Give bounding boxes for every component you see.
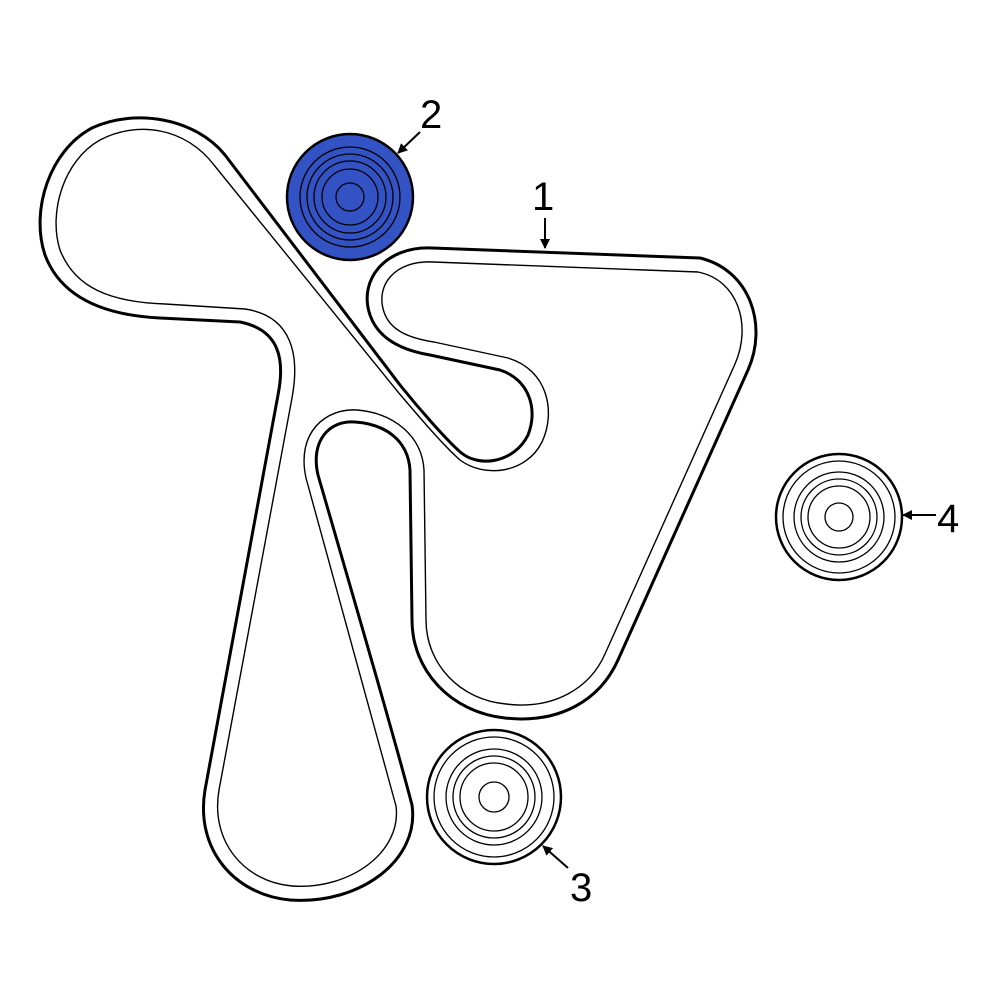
pulley-3-ring <box>452 755 536 839</box>
pulley-4-ring <box>800 478 878 556</box>
callout-2[interactable]: 2 <box>397 93 442 154</box>
pulley-4-ring <box>807 485 871 549</box>
belt-inner-edge-2 <box>99 128 461 461</box>
callout-2-label: 2 <box>420 93 442 137</box>
callout-1[interactable]: 1 <box>532 175 554 249</box>
callout-4-label: 4 <box>937 497 959 541</box>
serpentine-belt <box>38 116 758 902</box>
pulley-2-ring <box>299 146 401 248</box>
idler-pulley[interactable] <box>285 132 415 262</box>
callout-4[interactable]: 4 <box>902 497 959 541</box>
callout-2-leader <box>397 131 421 154</box>
pulley-3-body <box>425 728 563 866</box>
pulley-2-hub <box>335 182 365 212</box>
pulley-2-ring <box>306 153 394 241</box>
belt-outer-edge <box>38 116 758 902</box>
pulley-2-ring <box>313 160 387 234</box>
callout-3-leader <box>542 845 569 869</box>
pulley-3-ring <box>433 736 555 858</box>
callout-1-label: 1 <box>532 175 554 219</box>
pulley-4[interactable] <box>774 452 904 582</box>
pulley-3-ring <box>445 748 543 846</box>
pulley-3[interactable] <box>425 728 563 866</box>
pulley-4-hub <box>824 502 854 532</box>
pulley-3-hub <box>478 781 510 813</box>
pulley-4-ring <box>782 460 896 574</box>
pulley-3-ring <box>459 762 529 832</box>
callout-3[interactable]: 3 <box>542 845 592 910</box>
callout-3-label: 3 <box>570 866 592 910</box>
pulley-2-body <box>285 132 415 262</box>
pulley-4-body <box>774 452 904 582</box>
belt-inner-edge <box>55 139 743 887</box>
pulley-4-ring <box>793 471 885 563</box>
pulley-2-ring <box>321 168 379 226</box>
